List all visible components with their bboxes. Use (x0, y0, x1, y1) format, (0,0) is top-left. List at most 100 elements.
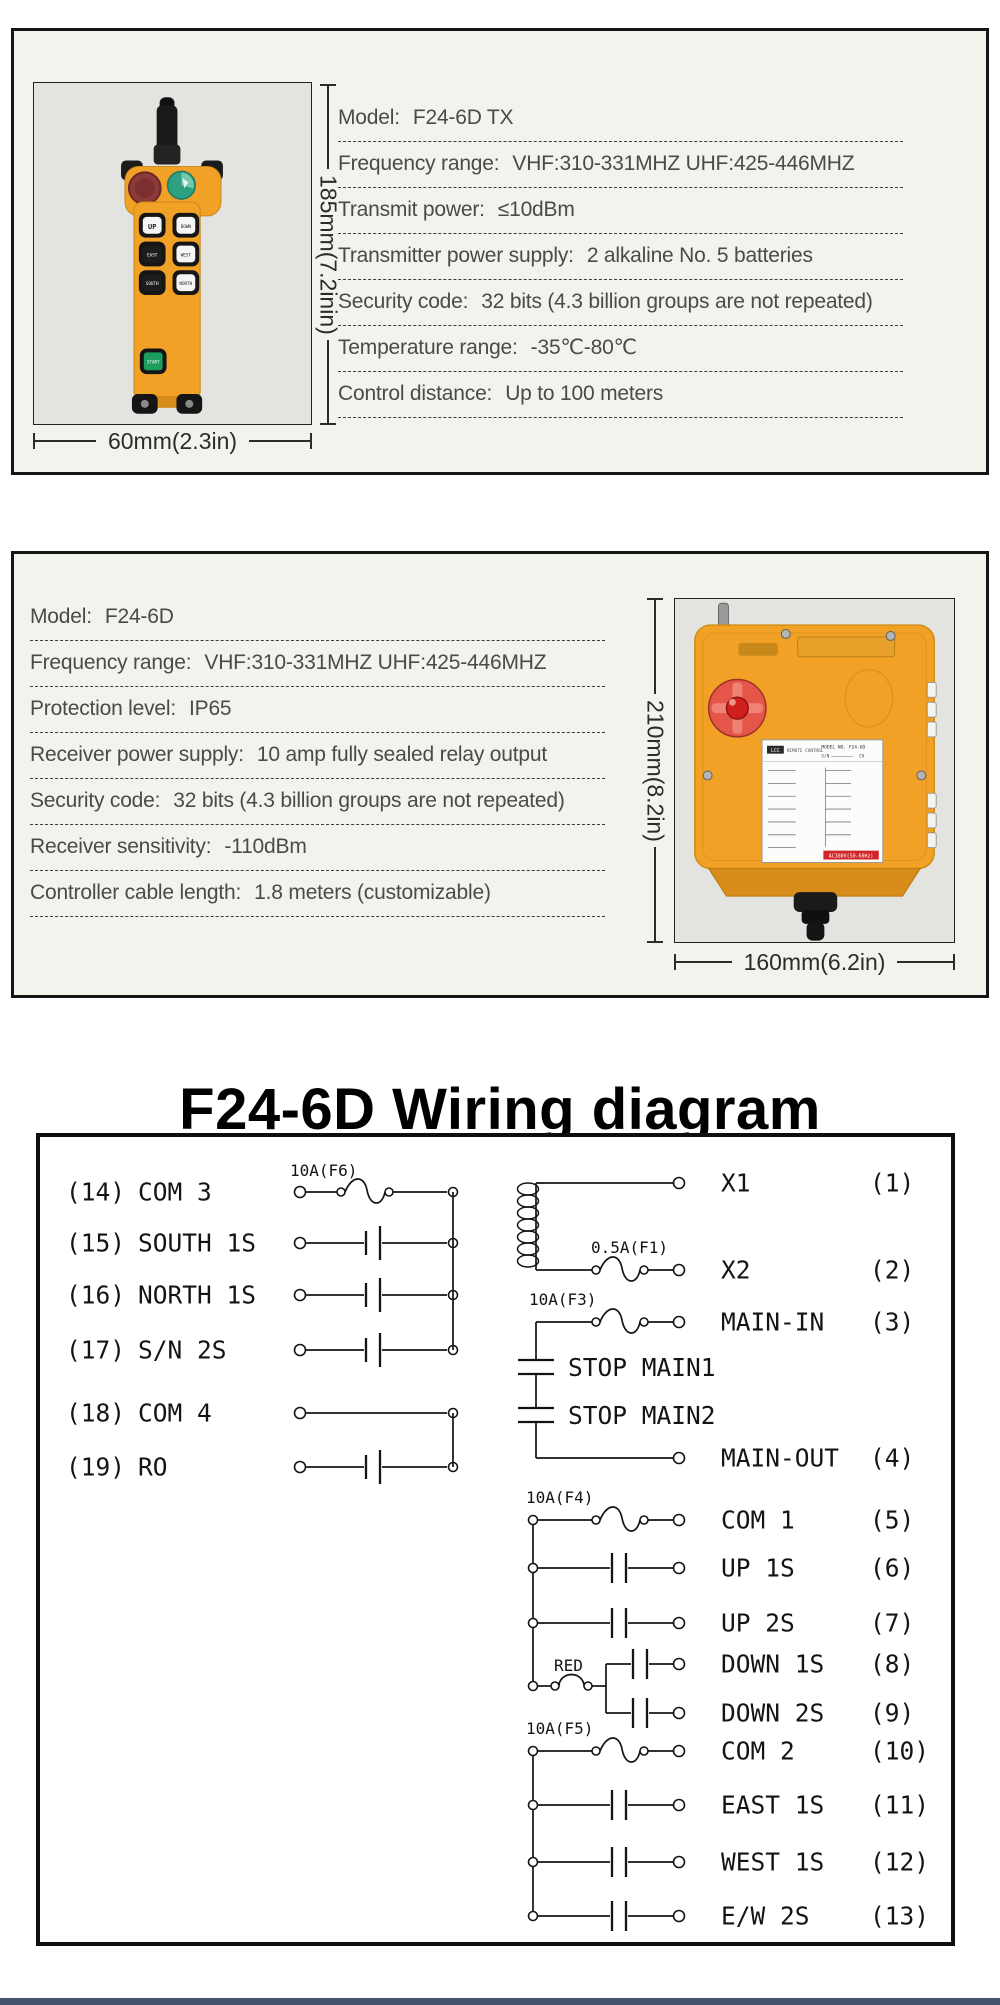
button-south: SOUTH (138, 270, 166, 296)
relay-coil (516, 1182, 540, 1268)
svg-text:10A(F6): 10A(F6) (290, 1161, 357, 1180)
svg-text:(3): (3) (870, 1308, 914, 1337)
svg-text:EAST: EAST (147, 252, 158, 258)
svg-text:REMOTE CONTROL: REMOTE CONTROL (787, 748, 824, 754)
com2-circuit-group: 10A(F5) (526, 1719, 686, 1931)
top-slot-small (738, 642, 778, 656)
spec-row: Security code:32 bits (4.3 billion group… (30, 779, 605, 825)
svg-text:WEST 1S: WEST 1S (721, 1848, 824, 1877)
svg-text:WEST: WEST (181, 252, 192, 258)
receiver-specs: Model:F24-6D Frequency range:VHF:310-331… (30, 595, 605, 917)
spec-row: Temperature range:-35℃-80℃ (338, 326, 903, 372)
button-up: UP (138, 212, 166, 238)
svg-text:SOUTH: SOUTH (146, 281, 159, 287)
tx-width-label: 60mm(2.3in) (107, 427, 238, 454)
wiring-diagram: (14) COM 3 (15) SOUTH 1S (16) NORTH 1S (17)… (36, 1133, 955, 1946)
svg-text:(14): (14) (66, 1178, 125, 1207)
svg-text:RED: RED (554, 1656, 583, 1675)
button-north: NORTH (172, 270, 200, 296)
svg-text:0.5A(F1): 0.5A(F1) (591, 1238, 668, 1257)
svg-text:(6): (6) (870, 1554, 914, 1583)
svg-text:S/N: S/N (821, 754, 829, 760)
left-terminal-labels: (14) COM 3 (15) SOUTH 1S (16) NORTH 1S (17)… (66, 1178, 256, 1482)
svg-text:(11): (11) (870, 1791, 929, 1820)
svg-text:AC380V(50-60Hz): AC380V(50-60Hz) (829, 854, 874, 860)
rx-width-dimension: 160mm(6.2in) (674, 948, 956, 975)
coil-and-main-circuit: 0.5A(F1) 10A(F3) (516, 1176, 686, 1465)
left-circuit-group: 10A(F6) (290, 1161, 459, 1484)
svg-text:STOP MAIN1: STOP MAIN1 (568, 1353, 716, 1382)
svg-text:UP: UP (148, 223, 156, 231)
transmitter-illustration: UP DOWN EAST WEST (121, 97, 223, 414)
button-down: DOWN (172, 212, 200, 238)
svg-text:E/W 2S: E/W 2S (721, 1902, 810, 1931)
spec-row: Controller cable length:1.8 meters (cust… (30, 871, 605, 917)
com1-circuit-group: 10A(F4) RED (526, 1488, 686, 1728)
svg-text:(8): (8) (870, 1650, 914, 1679)
svg-text:DOWN 2S: DOWN 2S (721, 1699, 824, 1728)
transmitter-specs: Model:F24-6D TX Frequency range:VHF:310-… (338, 96, 903, 418)
receiver-panel: Model:F24-6D Frequency range:VHF:310-331… (11, 551, 989, 998)
svg-text:COM 4: COM 4 (138, 1399, 212, 1428)
svg-text:(18): (18) (66, 1399, 125, 1428)
tx-height-label: 185mm(7.2inin) (315, 174, 342, 335)
bottom-chassis (707, 867, 922, 897)
transmitter-panel: UP DOWN EAST WEST (11, 28, 989, 475)
spec-row: Security code:32 bits (4.3 billion group… (338, 280, 903, 326)
button-start: START (139, 348, 167, 375)
svg-text:(5): (5) (870, 1506, 914, 1535)
svg-text:COM 3: COM 3 (138, 1178, 212, 1207)
svg-text:(1): (1) (870, 1169, 914, 1198)
svg-text:X2: X2 (721, 1256, 751, 1285)
svg-text:UP 1S: UP 1S (721, 1554, 795, 1583)
svg-text:NORTH 1S: NORTH 1S (138, 1281, 256, 1310)
button-west: WEST (172, 241, 200, 267)
svg-text:MAIN-IN: MAIN-IN (721, 1308, 824, 1337)
svg-text:EAST 1S: EAST 1S (721, 1791, 824, 1820)
cable-gland (793, 892, 838, 941)
svg-text:SOUTH 1S: SOUTH 1S (138, 1229, 256, 1258)
spec-row: Receiver power supply:10 amp fully seale… (30, 733, 605, 779)
svg-text:LCC: LCC (771, 748, 780, 754)
svg-text:(16): (16) (66, 1281, 125, 1310)
wiring-diagram-svg: (14) COM 3 (15) SOUTH 1S (16) NORTH 1S (17)… (66, 1161, 929, 1931)
wiring-label-panel: LCC REMOTE CONTROL MODEL NO. F24-6D S/N … (761, 739, 884, 863)
spec-row: Transmit power:≤10dBm (338, 188, 903, 234)
svg-text:DOWN: DOWN (181, 224, 192, 230)
svg-text:(12): (12) (870, 1848, 929, 1877)
svg-text:(4): (4) (870, 1444, 914, 1473)
receiver-photo: LCC REMOTE CONTROL MODEL NO. F24-6D S/N … (674, 598, 955, 943)
footer-divider-bar (0, 1998, 1000, 2005)
svg-text:10A(F4): 10A(F4) (526, 1488, 593, 1507)
svg-text:10A(F3): 10A(F3) (529, 1290, 596, 1309)
key-rotary-switch (166, 170, 196, 200)
wiring-diagram-title: F24-6D Wiring diagram (179, 1076, 821, 1142)
spec-row: Model:F24-6D TX (338, 96, 903, 142)
rx-height-dimension: 210mm(8.2in) (641, 598, 669, 944)
alarm-beacon (707, 678, 767, 738)
case-detail (844, 668, 894, 728)
svg-text:(9): (9) (870, 1699, 914, 1728)
rx-height-label: 210mm(8.2in) (642, 699, 669, 842)
svg-text:(13): (13) (870, 1902, 929, 1931)
svg-text:S/N 2S: S/N 2S (138, 1336, 227, 1365)
label-greek-lines (767, 767, 852, 849)
svg-text:CH: CH (859, 754, 865, 760)
svg-text:10A(F5): 10A(F5) (526, 1719, 593, 1738)
spec-row: Receiver sensitivity:-110dBm (30, 825, 605, 871)
antenna (153, 97, 181, 165)
svg-text:NORTH: NORTH (179, 281, 192, 287)
spec-row: Frequency range:VHF:310-331MHZ UHF:425-4… (338, 142, 903, 188)
svg-text:MAIN-OUT: MAIN-OUT (721, 1444, 839, 1473)
remote-feet (131, 393, 203, 414)
svg-text:UP 2S: UP 2S (721, 1609, 795, 1638)
estop-button (127, 171, 162, 206)
spec-row: Control distance:Up to 100 meters (338, 372, 903, 418)
rx-width-label: 160mm(6.2in) (743, 948, 886, 975)
button-east: EAST (138, 241, 166, 267)
spec-row: Frequency range:VHF:310-331MHZ UHF:425-4… (30, 641, 605, 687)
svg-text:(19): (19) (66, 1453, 125, 1482)
spec-row: Protection level:IP65 (30, 687, 605, 733)
svg-text:(17): (17) (66, 1336, 125, 1365)
svg-text:(15): (15) (66, 1229, 125, 1258)
